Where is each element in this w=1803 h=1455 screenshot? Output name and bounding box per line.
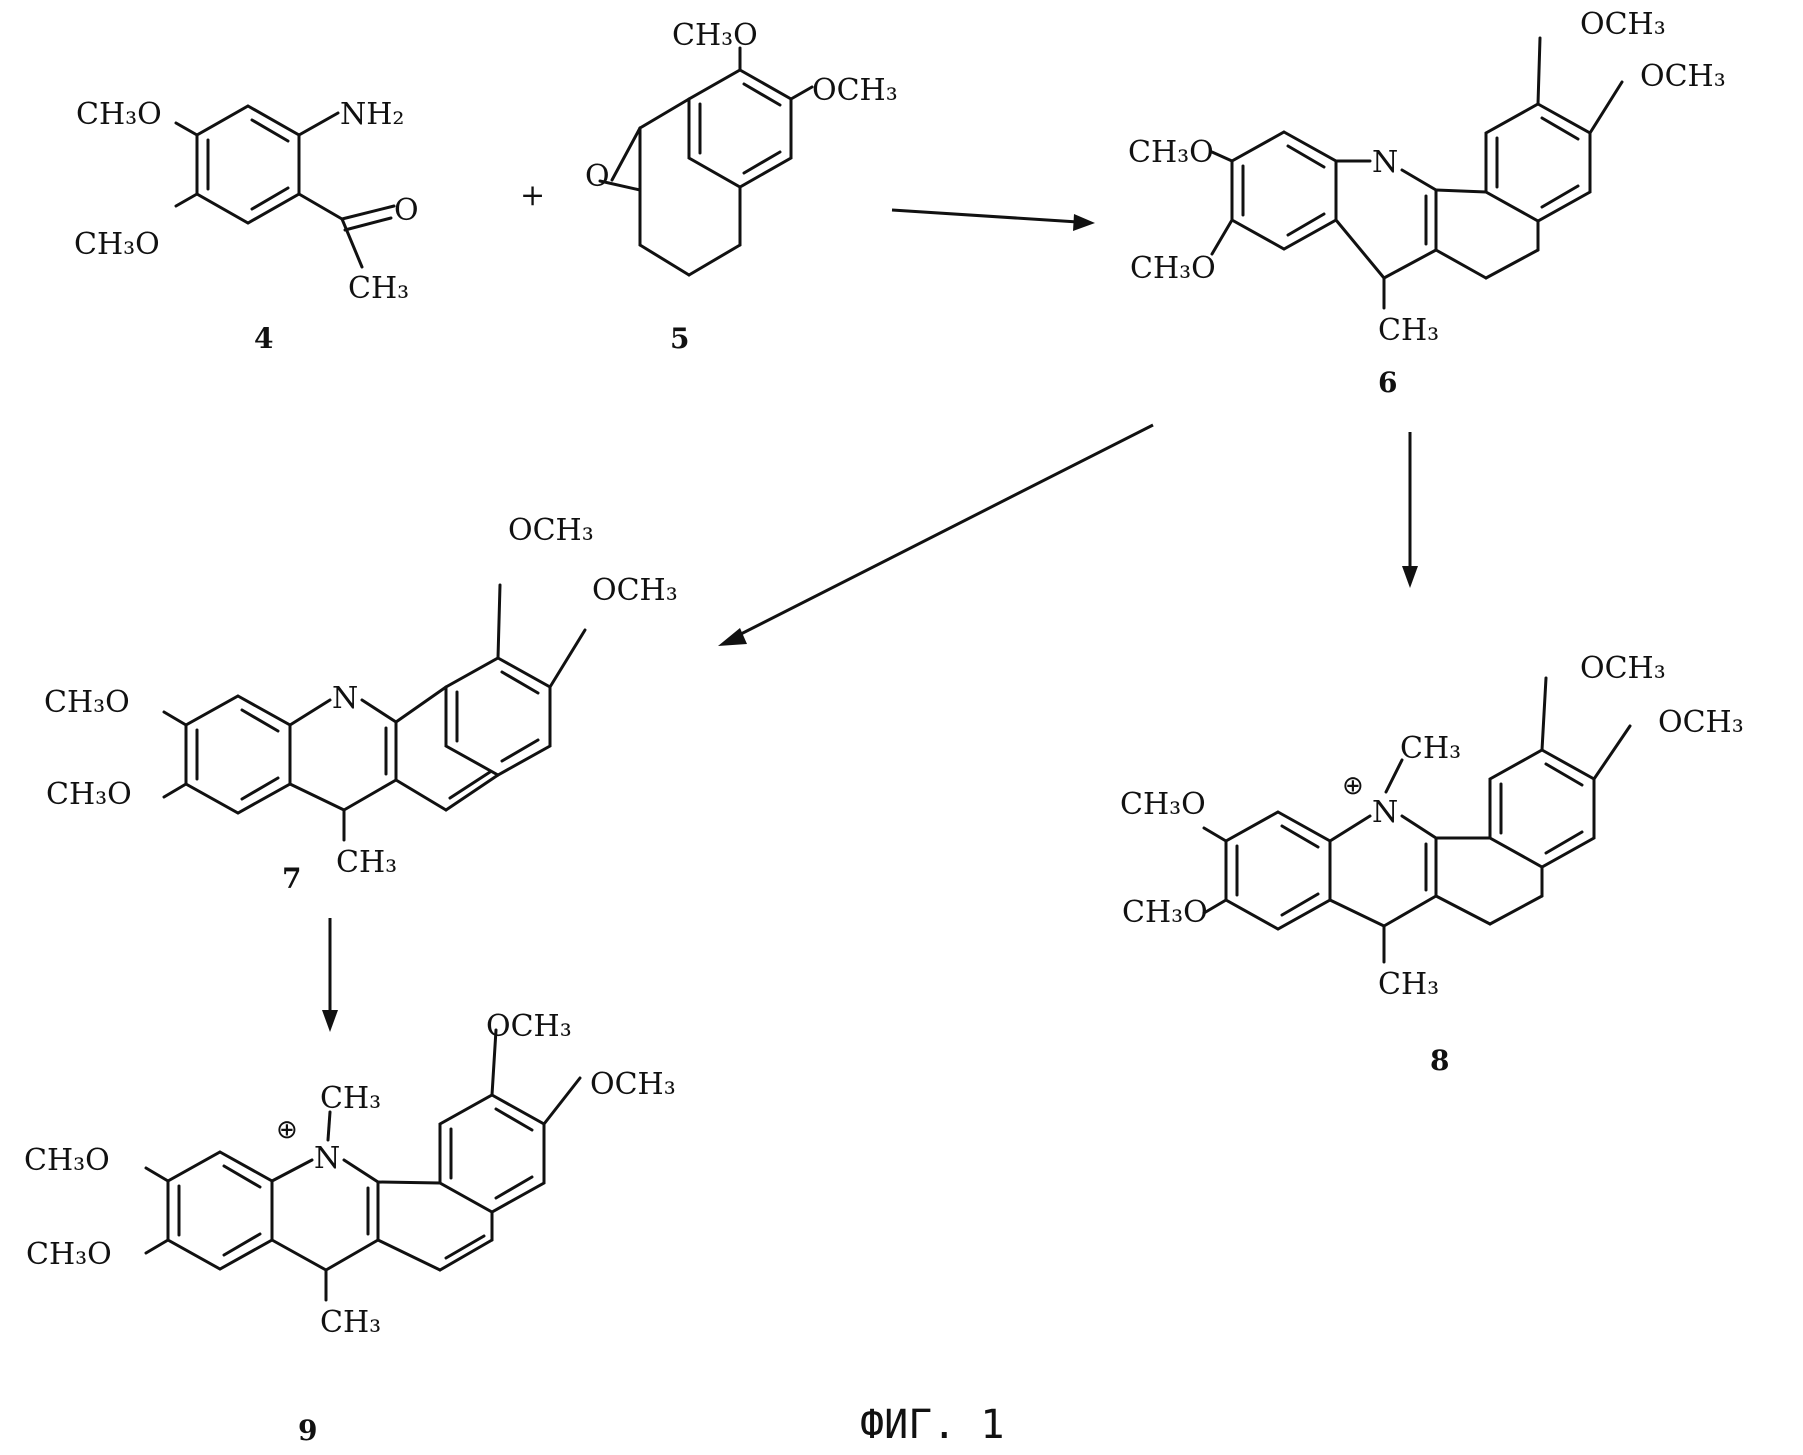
carbonyl-oxygen-label: O bbox=[394, 193, 419, 228]
n-methyl-label: CH₃ bbox=[1400, 731, 1461, 766]
methoxy-left-top-label: CH₃O bbox=[24, 1143, 110, 1178]
compound-number-8: 8 bbox=[1430, 1044, 1449, 1077]
methyl-label: CH₃ bbox=[1378, 967, 1439, 1002]
plus-sign: + bbox=[520, 178, 545, 213]
methyl-label: CH₃ bbox=[348, 271, 409, 306]
methoxy-right-label: OCH₃ bbox=[590, 1067, 676, 1102]
arrow-to-6 bbox=[892, 210, 1095, 231]
methyl-label: CH₃ bbox=[320, 1305, 381, 1340]
compound-8: ⊕ N CH₃ CH₃O CH₃O OCH₃ OCH₃ CH₃ 8 bbox=[1120, 651, 1744, 1077]
methoxy-top-label: CH₃O bbox=[672, 18, 758, 53]
n-methyl-label: CH₃ bbox=[320, 1081, 381, 1116]
methoxy-left-top-label: CH₃O bbox=[1128, 135, 1214, 170]
nitrogen-label: N bbox=[1372, 795, 1398, 830]
methoxy-right-top-label: OCH₃ bbox=[508, 513, 594, 548]
methoxy-right-top-label: OCH₃ bbox=[1580, 7, 1666, 42]
compound-5: CH₃O OCH₃ O 5 bbox=[585, 18, 898, 355]
compound-number-9: 9 bbox=[298, 1414, 317, 1447]
compound-7: N CH₃O CH₃O OCH₃ OCH₃ CH₃ 7 bbox=[44, 513, 678, 895]
methoxy-right-label: OCH₃ bbox=[1658, 705, 1744, 740]
compound-number-6: 6 bbox=[1378, 366, 1397, 399]
methoxy-right-top-label: OCH₃ bbox=[1580, 651, 1666, 686]
methoxy-left-bottom-label: CH₃O bbox=[1122, 895, 1208, 930]
compound-number-7: 7 bbox=[282, 862, 301, 895]
figure-caption: ФИГ. 1 bbox=[860, 1402, 1005, 1448]
compound-number-4: 4 bbox=[254, 322, 273, 355]
arrow-6-to-8 bbox=[1402, 432, 1418, 588]
carbonyl-oxygen-label: O bbox=[585, 159, 610, 194]
nitrogen-label: N bbox=[1372, 145, 1398, 180]
methoxy-left-bottom-label: CH₃O bbox=[26, 1237, 112, 1272]
nitrogen-label: N bbox=[314, 1141, 340, 1176]
methoxy-left-bottom-label: CH₃O bbox=[1130, 251, 1216, 286]
methoxy-right-top-label: OCH₃ bbox=[486, 1009, 572, 1044]
methyl-label: CH₃ bbox=[1378, 313, 1439, 348]
compound-6: N CH₃O CH₃O OCH₃ OCH₃ CH₃ 6 bbox=[1128, 7, 1726, 399]
positive-charge-icon: ⊕ bbox=[276, 1115, 298, 1145]
compound-4: NH₂ O CH₃ CH₃O CH₃O 4 bbox=[74, 97, 419, 355]
compound-number-5: 5 bbox=[670, 322, 689, 355]
methyl-label: CH₃ bbox=[336, 845, 397, 880]
arrow-7-to-9 bbox=[322, 918, 338, 1032]
methoxy-left-top-label: CH₃O bbox=[1120, 787, 1206, 822]
compound-9: ⊕ N CH₃ CH₃O CH₃O OCH₃ OCH₃ CH₃ 9 bbox=[24, 1009, 676, 1447]
nitrogen-label: N bbox=[332, 681, 358, 716]
methoxy-right-label: OCH₃ bbox=[812, 73, 898, 108]
amine-label: NH₂ bbox=[340, 97, 404, 132]
positive-charge-icon: ⊕ bbox=[1342, 771, 1364, 801]
methoxy-left-bottom-label: CH₃O bbox=[46, 777, 132, 812]
arrow-6-to-7 bbox=[718, 425, 1153, 646]
methoxy-right-label: OCH₃ bbox=[592, 573, 678, 608]
methoxy-top-label: CH₃O bbox=[76, 97, 162, 132]
methoxy-bottom-label: CH₃O bbox=[74, 227, 160, 262]
methoxy-right-label: OCH₃ bbox=[1640, 59, 1726, 94]
methoxy-left-top-label: CH₃O bbox=[44, 685, 130, 720]
